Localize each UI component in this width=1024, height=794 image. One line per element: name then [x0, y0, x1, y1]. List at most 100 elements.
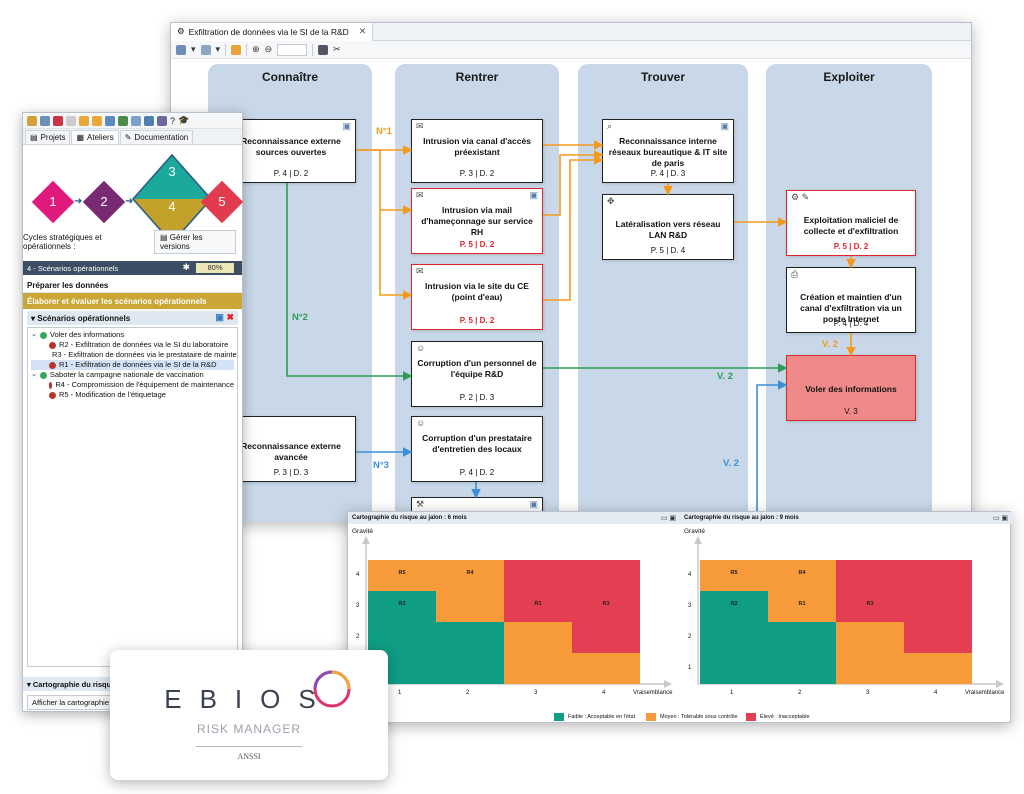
- heatmap-cell[interactable]: [904, 560, 972, 591]
- settings-icon[interactable]: [157, 115, 167, 126]
- scenarios-section-header[interactable]: ▾ Scénarios opérationnels ▣ ✖: [27, 311, 238, 325]
- node-r4[interactable]: ☺ Corruption d'un personnel de l'équipe …: [411, 341, 543, 407]
- heatmap-cell[interactable]: R2: [700, 591, 768, 622]
- heatmap-cell[interactable]: [768, 622, 836, 653]
- heatmap-cell[interactable]: [436, 622, 504, 653]
- heatmap-cell[interactable]: [572, 622, 640, 653]
- zoom-out-icon[interactable]: ⊖: [264, 44, 273, 54]
- path-label-n3: N°3: [373, 460, 389, 471]
- layout-icon[interactable]: [176, 44, 186, 55]
- node-r2[interactable]: ✉ ▣ Intrusion via mail d'hameçonnage sur…: [411, 188, 543, 254]
- x-tick-label: 3: [866, 690, 870, 696]
- node-e1[interactable]: ⚙ ✎ Exploitation maliciel de collecte et…: [786, 190, 916, 256]
- heatmap-cell[interactable]: R2: [368, 591, 436, 622]
- delete-icon[interactable]: ✖: [226, 312, 234, 322]
- editor-tab[interactable]: ⚙ Exfiltration de données via le SI de l…: [171, 22, 374, 41]
- node-e2[interactable]: ⎙ Création et maintien d'un canal d'exfi…: [786, 267, 916, 333]
- tools-icon[interactable]: ✂: [333, 44, 341, 54]
- folder-icon: ▤: [30, 133, 38, 142]
- scenario-icon: [49, 361, 56, 369]
- heatmap-cell[interactable]: [436, 591, 504, 622]
- save-icon[interactable]: [66, 115, 76, 126]
- heatmap-cell[interactable]: [836, 653, 904, 684]
- heatmap-cell[interactable]: [700, 622, 768, 653]
- heatmap-cell[interactable]: R1: [768, 591, 836, 622]
- export-image-icon[interactable]: [318, 44, 329, 55]
- legend-swatch: [554, 713, 564, 721]
- help-icon[interactable]: ?: [170, 115, 176, 126]
- heatmap-cell[interactable]: [504, 653, 572, 684]
- heatmap-cell[interactable]: [768, 653, 836, 684]
- redo-icon[interactable]: [92, 115, 102, 126]
- heatmap-cell[interactable]: R3: [572, 591, 640, 622]
- y-tick-label: 1: [688, 665, 692, 671]
- heatmap-cell[interactable]: [572, 653, 640, 684]
- heatmap-cell[interactable]: [700, 653, 768, 684]
- heatmap-cell[interactable]: [572, 560, 640, 591]
- open-icon[interactable]: [40, 115, 50, 126]
- node-e3-target[interactable]: Voler des informations V. 3: [786, 355, 916, 421]
- window-controls[interactable]: ▭ ▣: [660, 515, 676, 522]
- x-axis-label: Vraisemblance: [965, 690, 1005, 696]
- tree-item[interactable]: R3 - Exfiltration de données via le pres…: [31, 350, 237, 360]
- heatmap-cell[interactable]: [368, 622, 436, 653]
- close-icon[interactable]: ✕: [358, 26, 367, 36]
- step-elaborate-scenarios[interactable]: Élaborer et évaluer les scénarios opérat…: [23, 293, 242, 309]
- report-icon[interactable]: [131, 115, 141, 126]
- link-icon[interactable]: [231, 44, 242, 55]
- heatmap-cell[interactable]: R5: [700, 560, 768, 591]
- manage-versions-button[interactable]: ▤ Gérer les versions: [154, 230, 236, 254]
- window-controls[interactable]: ▭ ▣: [992, 515, 1008, 522]
- section-title: Cartographie du risque: [32, 680, 116, 689]
- tab-documentation[interactable]: ✎Documentation: [119, 130, 194, 144]
- step-prepare-data[interactable]: Préparer les données: [23, 277, 242, 293]
- heatmap-cell[interactable]: R4: [436, 560, 504, 591]
- heatmap-cell[interactable]: [904, 622, 972, 653]
- gear-icon[interactable]: ✱: [182, 262, 190, 272]
- heatmap-cell[interactable]: R4: [768, 560, 836, 591]
- heatmap-cell[interactable]: [436, 653, 504, 684]
- new-project-icon[interactable]: [27, 115, 37, 126]
- node-r5[interactable]: ☺ Corruption d'un prestataire d'entretie…: [411, 416, 543, 482]
- chevron-down-icon[interactable]: ▾: [191, 44, 196, 54]
- import-icon[interactable]: [105, 115, 115, 126]
- tree-item[interactable]: R4 - Compromission de l'équipement de ma…: [31, 380, 234, 390]
- tree-group[interactable]: ⌄Voler des informations: [31, 330, 234, 340]
- show-map-button[interactable]: Afficher la cartographie: [27, 695, 114, 710]
- tree-item[interactable]: R1 - Exfiltration de données via le SI d…: [31, 360, 234, 370]
- heatmap-cell[interactable]: [504, 560, 572, 591]
- heatmap-cell[interactable]: R5: [368, 560, 436, 591]
- undo-icon[interactable]: [79, 115, 89, 126]
- graduation-icon[interactable]: 🎓: [178, 115, 190, 125]
- heatmap-cell[interactable]: [504, 622, 572, 653]
- node-c1[interactable]: ▣ Reconnaissance externe sources ouverte…: [226, 119, 356, 183]
- heatmap-cell[interactable]: [904, 653, 972, 684]
- export-icon[interactable]: [118, 115, 128, 126]
- tree-item[interactable]: R5 - Modification de l'étiquetage: [31, 390, 234, 400]
- tree-group[interactable]: ⌄Saboter la campagne nationale de vaccin…: [31, 370, 234, 380]
- ebios-logo-card: EBIOS RISK MANAGER ANSSI: [110, 650, 388, 780]
- chevron-down-icon[interactable]: ▾: [215, 44, 221, 54]
- heatmap-cell[interactable]: [836, 622, 904, 653]
- tree-item[interactable]: R2 - Exfiltration de données via le SI d…: [31, 340, 234, 350]
- node-r3[interactable]: ✉ Intrusion via le site du CE (point d'e…: [411, 264, 543, 330]
- heatmap-cell[interactable]: R3: [836, 591, 904, 622]
- add-icon[interactable]: ▣: [215, 312, 224, 322]
- chevron-down-icon[interactable]: ⌄: [31, 331, 37, 338]
- tab-projets[interactable]: ▤Projets: [25, 130, 71, 144]
- sync-icon[interactable]: [144, 115, 154, 126]
- node-t2[interactable]: ✥ Latéralisation vers réseau LAN R&D P. …: [602, 194, 734, 260]
- heatmap-cell[interactable]: [904, 591, 972, 622]
- node-t1[interactable]: ⌕ ▣ Reconnaissance interne réseaux burea…: [602, 119, 734, 183]
- heatmap-cell[interactable]: [836, 560, 904, 591]
- heatmap-cell[interactable]: R1: [504, 591, 572, 622]
- grid-icon[interactable]: [200, 44, 211, 55]
- tree-label: R5 - Modification de l'étiquetage: [59, 390, 166, 399]
- node-r1[interactable]: ✉ Intrusion via canal d'accès préexistan…: [411, 119, 543, 183]
- chevron-down-icon[interactable]: ⌄: [31, 371, 37, 378]
- zoom-select[interactable]: [277, 43, 308, 56]
- tab-ateliers[interactable]: ▦Ateliers: [71, 130, 119, 144]
- zoom-in-icon[interactable]: ⊕: [252, 44, 260, 54]
- delete-icon[interactable]: [53, 115, 63, 126]
- node-c2[interactable]: Reconnaissance externe avancée P. 3 | D.…: [226, 416, 356, 482]
